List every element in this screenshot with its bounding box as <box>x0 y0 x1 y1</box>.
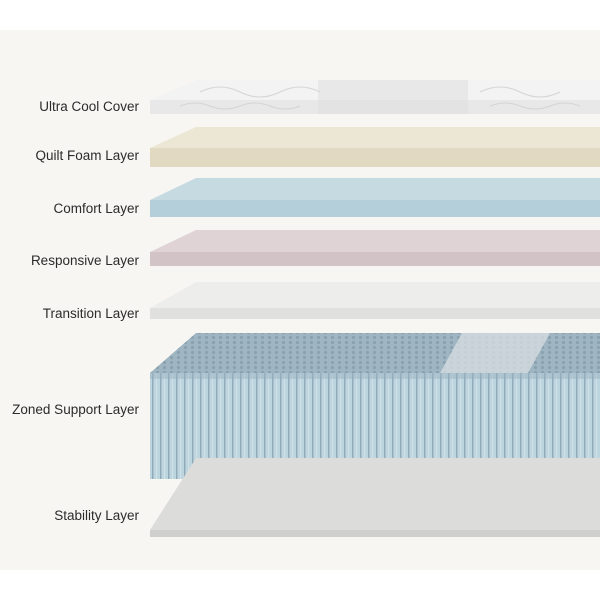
stability-layer-top <box>150 458 600 530</box>
zoned-support-center-zone <box>440 333 550 373</box>
comfort-layer-front <box>150 200 600 217</box>
responsive-layer-top <box>150 230 600 252</box>
label-quilt-foam-layer: Quilt Foam Layer <box>35 148 139 163</box>
quilt-foam-layer-top <box>150 127 600 148</box>
responsive-layer-front <box>150 252 600 266</box>
comfort-layer-slab <box>150 178 600 217</box>
label-responsive-layer: Responsive Layer <box>30 253 139 268</box>
ultra-cool-cover-slab <box>150 80 600 114</box>
transition-layer-top <box>150 282 600 308</box>
layer-stack <box>150 80 600 537</box>
quilt-foam-layer-slab <box>150 127 600 167</box>
label-transition-layer: Transition Layer <box>42 306 139 321</box>
mattress-layer-diagram: Ultra Cool Cover Quilt Foam Layer Comfor… <box>0 30 600 570</box>
comfort-layer-top <box>150 178 600 200</box>
cover-stripe <box>318 80 468 114</box>
responsive-layer-slab <box>150 230 600 266</box>
zoned-support-layer-slab <box>150 333 600 479</box>
label-comfort-layer: Comfort Layer <box>53 201 139 216</box>
transition-layer-front <box>150 308 600 319</box>
zoned-support-layer-shadow <box>150 373 600 379</box>
quilt-foam-layer-front <box>150 148 600 167</box>
stability-layer-slab <box>150 458 600 537</box>
label-ultra-cool-cover: Ultra Cool Cover <box>39 99 139 114</box>
label-stability-layer: Stability Layer <box>54 508 139 523</box>
label-zoned-support-layer: Zoned Support Layer <box>12 402 139 417</box>
cover-quilt-pattern <box>179 86 581 110</box>
stability-layer-front <box>150 530 600 537</box>
transition-layer-slab <box>150 282 600 319</box>
